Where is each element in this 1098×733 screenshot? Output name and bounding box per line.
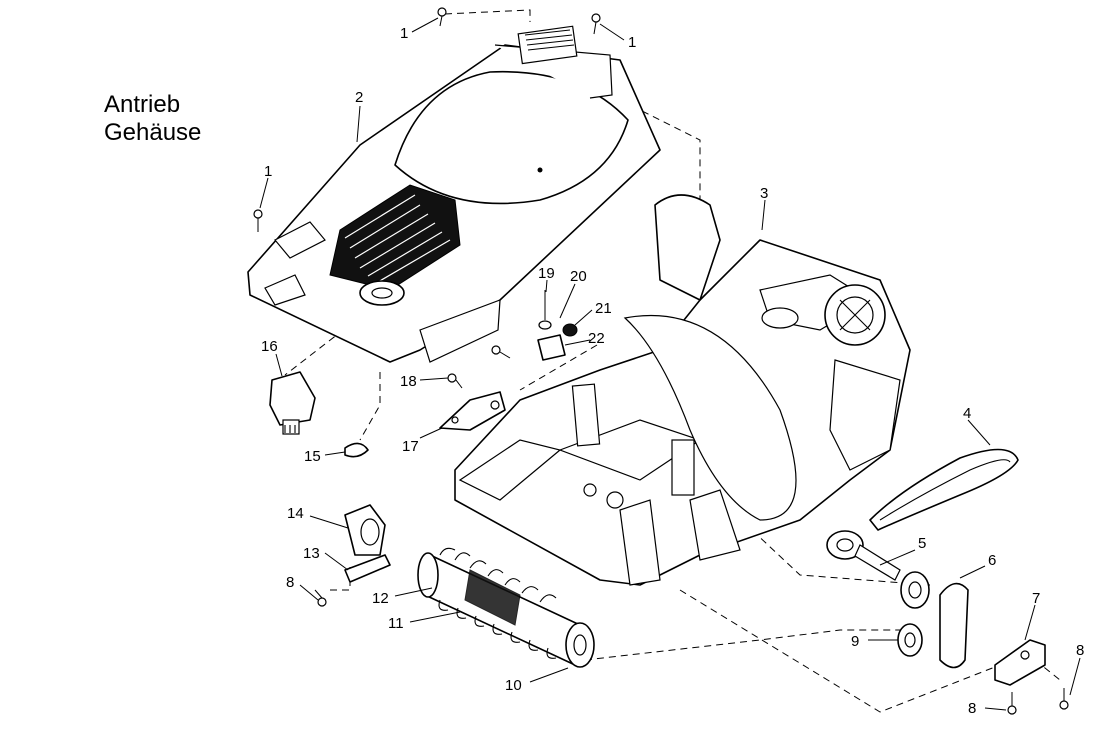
callout-8: 8 [1076, 642, 1084, 659]
callout-7: 7 [1032, 590, 1040, 607]
callout-13: 13 [303, 545, 320, 562]
mount-bracket [439, 391, 506, 431]
roller-clip [344, 554, 391, 583]
screw-fasteners [253, 7, 1069, 715]
callout-20: 20 [570, 268, 587, 285]
small-spring-clip [344, 442, 369, 458]
internal-belt-route [623, 314, 797, 521]
callout-8: 8 [286, 574, 294, 591]
height-adjust-knob [269, 371, 316, 435]
title-line-2: Gehäuse [104, 119, 201, 146]
lever-hardware-group [537, 290, 578, 361]
callout-1: 1 [264, 163, 272, 180]
callout-9: 9 [851, 633, 859, 650]
screw-icon [1059, 688, 1069, 710]
callout-16: 16 [261, 338, 278, 355]
belt-guard-bracket [994, 639, 1046, 686]
callout-1: 1 [400, 25, 408, 42]
callout-18: 18 [400, 373, 417, 390]
screw-icon [437, 7, 447, 27]
screw-icon [591, 13, 601, 35]
top-cover-housing [247, 25, 661, 363]
callout-1: 1 [628, 34, 636, 51]
callout-4: 4 [963, 405, 971, 422]
screw-icon [491, 345, 511, 359]
callout-14: 14 [287, 505, 304, 522]
pulley-shaft-assembly [826, 530, 930, 609]
callout-numbers: 1 1 1 2 3 4 5 6 7 8 8 8 9 10 11 12 13 14… [261, 25, 1084, 717]
title-line-1: Antrieb [104, 91, 180, 118]
screw-icon [314, 589, 327, 607]
callout-21: 21 [595, 300, 612, 317]
callout-3: 3 [760, 185, 768, 202]
callout-leaders [259, 17, 1081, 711]
screw-icon [1007, 692, 1017, 715]
callout-6: 6 [988, 552, 996, 569]
callout-19: 19 [538, 265, 555, 282]
small-drive-belt [939, 582, 969, 669]
callout-8: 8 [968, 700, 976, 717]
brush-roller [417, 547, 595, 668]
callout-2: 2 [355, 89, 363, 106]
callout-15: 15 [304, 448, 321, 465]
callout-5: 5 [918, 535, 926, 552]
callout-10: 10 [505, 677, 522, 694]
callout-12: 12 [372, 590, 389, 607]
callout-11: 11 [388, 615, 404, 632]
callout-22: 22 [588, 330, 605, 347]
small-pulley [897, 623, 923, 657]
screw-icon [447, 373, 463, 389]
drive-belt [869, 448, 1019, 531]
callout-17: 17 [402, 438, 419, 455]
roller-end-cap [344, 504, 386, 556]
screw-icon [253, 209, 263, 232]
